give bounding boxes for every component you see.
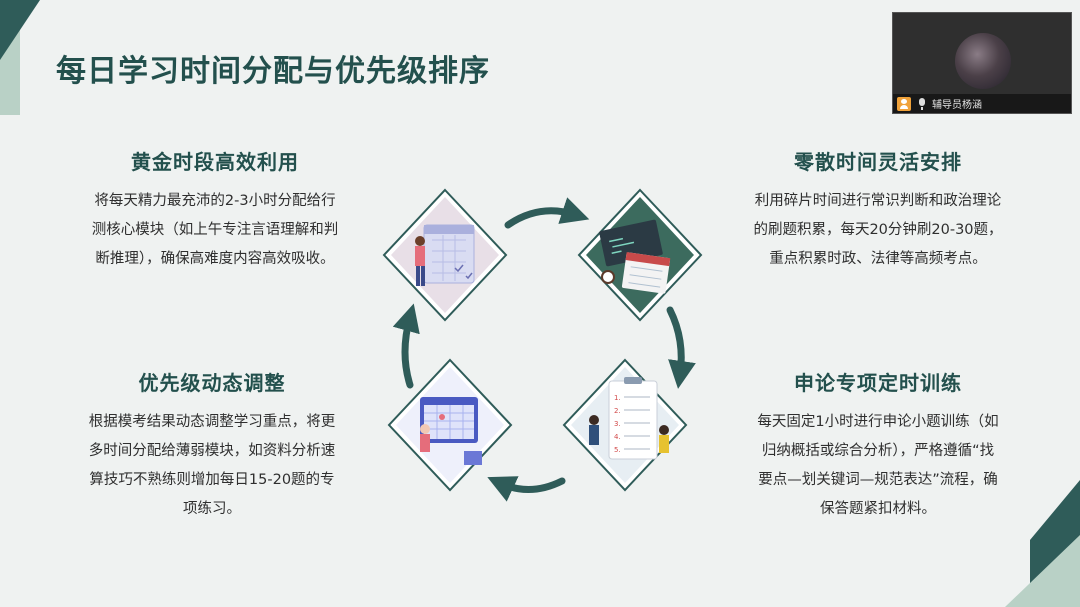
block-line: 重点积累时政、法律等高频考点。 [769,251,987,267]
list-number: 2. [614,407,621,415]
block-heading: 申论专项定时训练 [794,371,962,395]
block-line: 归纳概括或综合分析），严格遵循“找 [761,443,995,459]
laptop-schedule-illustration [577,188,703,322]
schedule-board-illustration [387,358,513,492]
block-line: 保答题紧扣材料。 [820,501,936,517]
avatar [955,33,1011,89]
list-number: 3. [614,420,621,428]
block-line: 的刷题积累，每天20分钟刷20-30题， [753,222,1003,238]
list-number: 5. [614,446,621,454]
block-line: 利用碎片时间进行常识判断和政治理论 [754,193,1002,209]
cycle-arrows [392,197,696,502]
block-line: 测核心模块（如上午专注言语理解和判 [91,222,339,238]
arrow-down-icon [666,306,696,389]
arrow-right-icon [504,197,590,229]
block-body: 将每天精力最充沛的2-3小时分配给行 测核心模块（如上午专注言语理解和判 断推理… [55,187,375,274]
webcam-name-bar: 辅导员杨涵 [893,94,1071,113]
block-line: 要点—划关键词—规范表达”流程，确 [758,472,998,488]
checklist-numbers: 1. 2. 3. 4. 5. [614,394,621,454]
block-body: 每天固定1小时进行申论小题训练（如 归纳概括或综合分析），严格遵循“找 要点—划… [718,408,1038,524]
block-heading: 黄金时段高效利用 [131,150,299,174]
calendar-illustration [382,188,508,322]
page-title: 每日学习时间分配与优先级排序 [56,54,490,89]
arrow-up-icon [392,303,420,389]
block-line: 断推理），确保高难度内容高效吸收。 [95,251,335,267]
arrow-left-icon [487,476,566,502]
text-block-priority-adjust: 优先级动态调整 根据模考结果动态调整学习重点，将更 多时间分配给薄弱模块，如资料… [52,367,372,524]
block-line: 项练习。 [183,501,241,517]
text-block-spare-time: 零散时间灵活安排 利用碎片时间进行常识判断和政治理论 的刷题积累，每天20分钟刷… [718,146,1038,274]
list-number: 1. [614,394,621,402]
corner-decoration-top-left [0,0,40,115]
webcam-overlay[interactable]: 辅导员杨涵 [892,12,1072,114]
presenter-name: 辅导员杨涵 [932,100,982,111]
block-body: 利用碎片时间进行常识判断和政治理论 的刷题积累，每天20分钟刷20-30题， 重… [718,187,1038,274]
text-block-golden-hours: 黄金时段高效利用 将每天精力最充沛的2-3小时分配给行 测核心模块（如上午专注言… [55,146,375,274]
block-heading: 零散时间灵活安排 [794,150,962,174]
user-icon [897,96,911,111]
text-block-essay-training: 申论专项定时训练 每天固定1小时进行申论小题训练（如 归纳概括或综合分析），严格… [718,367,1038,524]
mic-icon [916,97,928,111]
corner-decoration-bottom-right [1005,480,1080,607]
block-heading: 优先级动态调整 [138,371,286,395]
block-body: 根据模考结果动态调整学习重点，将更 多时间分配给薄弱模块，如资料分析速 算技巧不… [52,408,372,524]
checklist-illustration: 1. 2. 3. 4. 5. [562,358,688,492]
block-line: 每天固定1小时进行申论小题训练（如 [757,414,999,430]
block-line: 根据模考结果动态调整学习重点，将更 [88,414,336,430]
cycle-diagram: 1. 2. 3. 4. 5. [382,188,703,502]
block-line: 多时间分配给薄弱模块，如资料分析速 [88,443,336,459]
list-number: 4. [614,433,621,441]
block-line: 将每天精力最充沛的2-3小时分配给行 [94,193,336,209]
block-line: 算技巧不熟练则增加每日15-20题的专 [89,472,335,488]
